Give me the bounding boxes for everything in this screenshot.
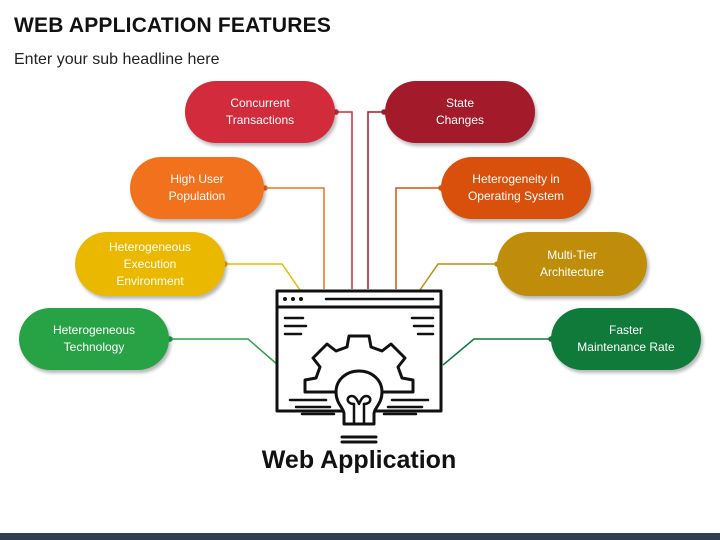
connector-heterogeneity-operating-system (395, 187, 441, 289)
connector-state-changes (367, 111, 384, 289)
feature-multi-tier-architecture: Multi-Tier Architecture (497, 232, 647, 296)
center-label: Web Application (261, 446, 457, 474)
page-subtitle: Enter your sub headline here (14, 51, 220, 68)
feature-high-user-population: High User Population (130, 157, 264, 219)
feature-state-changes: State Changes (385, 81, 535, 143)
feature-heterogeneous-technology: Heterogeneous Technology (19, 308, 169, 370)
connector-heterogeneous-execution-environment (225, 263, 301, 291)
connector-high-user-population (265, 187, 325, 289)
page-title: WEB APPLICATION FEATURES (14, 14, 332, 37)
connector-multi-tier-architecture (419, 263, 497, 291)
connector-heterogeneous-technology (170, 338, 279, 366)
feature-heterogeneity-operating-system: Heterogeneity in Operating System (441, 157, 591, 219)
feature-faster-maintenance-rate: Faster Maintenance Rate (551, 308, 701, 370)
connector-concurrent-transactions (336, 111, 353, 289)
connector-faster-maintenance-rate (442, 338, 551, 366)
bottom-bar (0, 533, 720, 540)
feature-heterogeneous-execution-environment: Heterogeneous Execution Environment (75, 232, 225, 296)
feature-concurrent-transactions: Concurrent Transactions (185, 81, 335, 143)
